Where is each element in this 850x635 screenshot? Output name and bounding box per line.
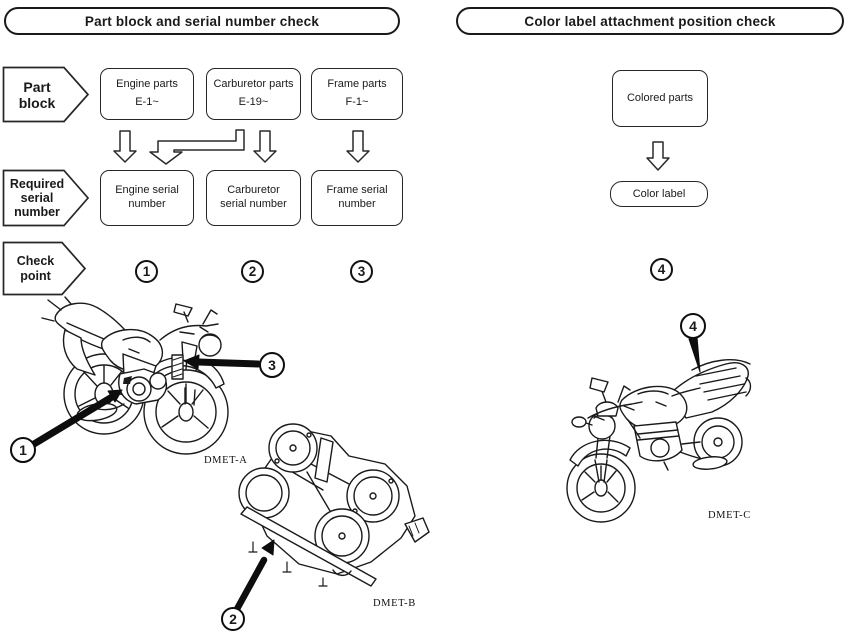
- figure-label-dmet-b: DMET-B: [373, 598, 416, 609]
- callout-1-number: 1: [19, 442, 27, 458]
- left-panel-title-text: Part block and serial number check: [84, 13, 320, 29]
- pentagon-shape: [2, 241, 87, 296]
- flow-arrows: [113, 129, 670, 171]
- required-serial-line2: serial: [20, 191, 54, 205]
- callout-2-number: 2: [229, 611, 237, 627]
- box-engine-parts: Engine parts E-1~: [100, 68, 194, 120]
- arrow-carb-to-engine-elbow: [149, 129, 245, 165]
- row-label-required-serial: Required serial number: [2, 169, 90, 227]
- right-panel-title: Color label attachment position check: [456, 7, 844, 35]
- left-panel-title: Part block and serial number check: [4, 7, 400, 35]
- check-point-1-number: 1: [142, 264, 151, 279]
- box-carburetor-parts: Carburetor parts E-19~: [206, 68, 301, 120]
- callout-3-arrowhead: [183, 354, 200, 370]
- box-colored-parts: Colored parts: [612, 70, 708, 127]
- arrow-engine-parts-down: [113, 130, 137, 163]
- callout-1-arrow: [30, 393, 116, 448]
- callout-1-arrowhead: [107, 389, 123, 403]
- box-engine-serial-number: Engine serial number: [100, 170, 194, 226]
- check-point-line2: point: [20, 268, 51, 283]
- box-frame-parts: Frame parts F-1~: [311, 68, 403, 120]
- callout-4-arrow: [688, 336, 701, 373]
- check-point-line1: Check: [16, 254, 55, 269]
- figure-label-dmet-a: DMET-A: [204, 455, 248, 466]
- frame-parts-range: F-1~: [345, 96, 369, 109]
- callout-2-arrowhead: [261, 539, 275, 556]
- row-label-check-point: Check point: [2, 241, 87, 296]
- motorcycle-dmet-a-illustration: [41, 296, 229, 455]
- callout-3-number: 3: [268, 357, 276, 373]
- required-serial-label: Required serial number: [5, 169, 69, 227]
- frame-parts-name: Frame parts: [327, 77, 387, 90]
- check-point-2: 2: [241, 260, 264, 283]
- color-label-text: Color label: [632, 188, 686, 200]
- row-label-part-block: Part block: [2, 66, 90, 123]
- callout-circle-1: 1: [10, 437, 36, 463]
- engine-parts-name: Engine parts: [116, 77, 178, 90]
- required-serial-line3: number: [14, 205, 60, 219]
- right-panel-title-text: Color label attachment position check: [524, 13, 776, 29]
- box-frame-serial-number: Frame serial number: [311, 170, 403, 226]
- engine-parts-range: E-1~: [135, 96, 159, 109]
- callout-circle-3: 3: [259, 352, 285, 378]
- callout-circle-2: 2: [221, 607, 245, 631]
- arrow-colored-parts-down: [646, 141, 670, 171]
- motorcycle-dmet-c-illustration: [566, 359, 752, 523]
- arrow-frame-parts-down: [346, 130, 370, 163]
- callout-2-arrow: [233, 556, 268, 613]
- frame-serial-label: Frame serial number: [326, 184, 388, 210]
- box-color-label: Color label: [610, 181, 708, 207]
- carburetor-serial-label: Carburetor serial number: [220, 184, 287, 210]
- engine-serial-label: Engine serial number: [115, 184, 179, 210]
- carburetor-parts-name: Carburetor parts: [213, 77, 294, 90]
- check-point-label: Check point: [5, 241, 66, 296]
- callout-4-number: 4: [689, 318, 697, 334]
- callout-circle-4: 4: [680, 313, 706, 339]
- colored-parts-label: Colored parts: [626, 91, 694, 104]
- arrow-carb-parts-down: [253, 130, 277, 163]
- carburetor-dmet-b-illustration: [238, 423, 430, 587]
- carburetor-parts-range: E-19~: [238, 96, 269, 109]
- box-carburetor-serial-number: Carburetor serial number: [206, 170, 301, 226]
- callout-arrows: [30, 336, 701, 613]
- check-point-4: 4: [650, 258, 673, 281]
- required-serial-line1: Required: [9, 177, 65, 191]
- check-point-1: 1: [135, 260, 158, 283]
- check-point-3: 3: [350, 260, 373, 283]
- pentagon-shape: [2, 66, 90, 123]
- check-point-2-number: 2: [248, 264, 257, 279]
- part-block-label: Part block: [18, 78, 56, 111]
- callout-3-arrow: [194, 358, 262, 368]
- check-point-3-number: 3: [357, 264, 366, 279]
- pentagon-shape: [2, 169, 90, 227]
- check-point-4-number: 4: [657, 262, 666, 277]
- figure-label-dmet-c: DMET-C: [708, 510, 751, 521]
